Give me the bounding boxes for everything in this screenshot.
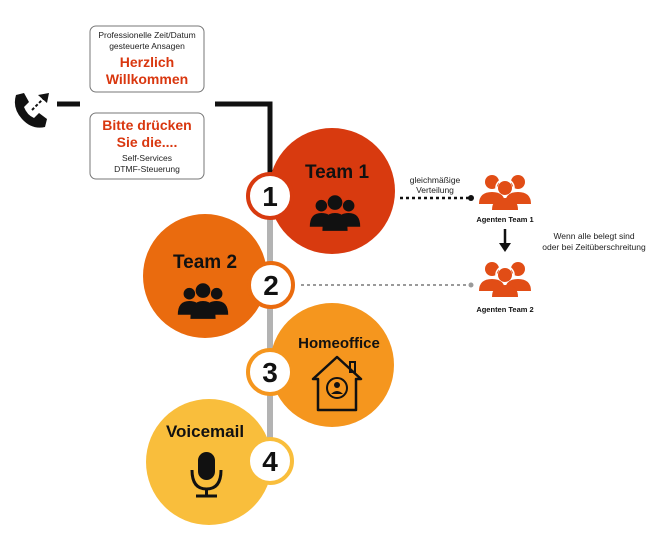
phone-outgoing-icon: [14, 93, 49, 128]
agents-team1-label: Agenten Team 1: [476, 215, 533, 224]
voicemail-label: Voicemail: [166, 422, 244, 441]
greeting-line2: gesteuerte Ansagen: [109, 41, 185, 51]
overflow-line2: oder bei Zeitüberschreitung: [542, 242, 646, 252]
step-badge-2: 2: [247, 261, 295, 309]
team2-label: Team 2: [173, 252, 237, 273]
greeting-title2: Willkommen: [106, 71, 188, 87]
step-badge-1: 1: [246, 172, 294, 220]
svg-text:3: 3: [262, 357, 278, 388]
greeting-line1: Professionelle Zeit/Datum: [98, 30, 195, 40]
distribution-line1: gleichmäßige: [410, 175, 461, 185]
menu-title2: Sie die....: [117, 134, 178, 150]
team2-circle: [143, 214, 267, 338]
agents-icon: [479, 173, 531, 210]
svg-text:4: 4: [262, 446, 278, 477]
microphone-icon: [190, 452, 223, 498]
svg-text:2: 2: [263, 270, 279, 301]
team1-circle: [269, 128, 395, 254]
step-badge-3: 3: [246, 348, 294, 396]
home-user-icon: [311, 355, 363, 412]
menu-line2: DTMF-Steuerung: [114, 164, 180, 174]
menu-line1: Self-Services: [122, 153, 172, 163]
team1-label: Team 1: [305, 162, 370, 183]
overflow-line1: Wenn alle belegt sind: [553, 231, 634, 241]
distribution-line2: Verteilung: [416, 185, 454, 195]
step-badge-4: 4: [246, 437, 294, 485]
greeting-box: Professionelle Zeit/Datum gesteuerte Ans…: [89, 25, 205, 93]
svg-text:1: 1: [262, 181, 278, 212]
menu-title1: Bitte drücken: [102, 117, 191, 133]
agents-icon: [479, 260, 531, 297]
greeting-title1: Herzlich: [120, 54, 174, 70]
flow-entry-line: [215, 101, 273, 180]
agents-team2-label: Agenten Team 2: [476, 305, 533, 314]
homeoffice-label: Homeoffice: [298, 335, 380, 352]
homeoffice-circle: [270, 303, 394, 427]
menu-box: Bitte drücken Sie die.... Self-Services …: [89, 112, 205, 180]
arrow-down-icon: [499, 229, 511, 252]
